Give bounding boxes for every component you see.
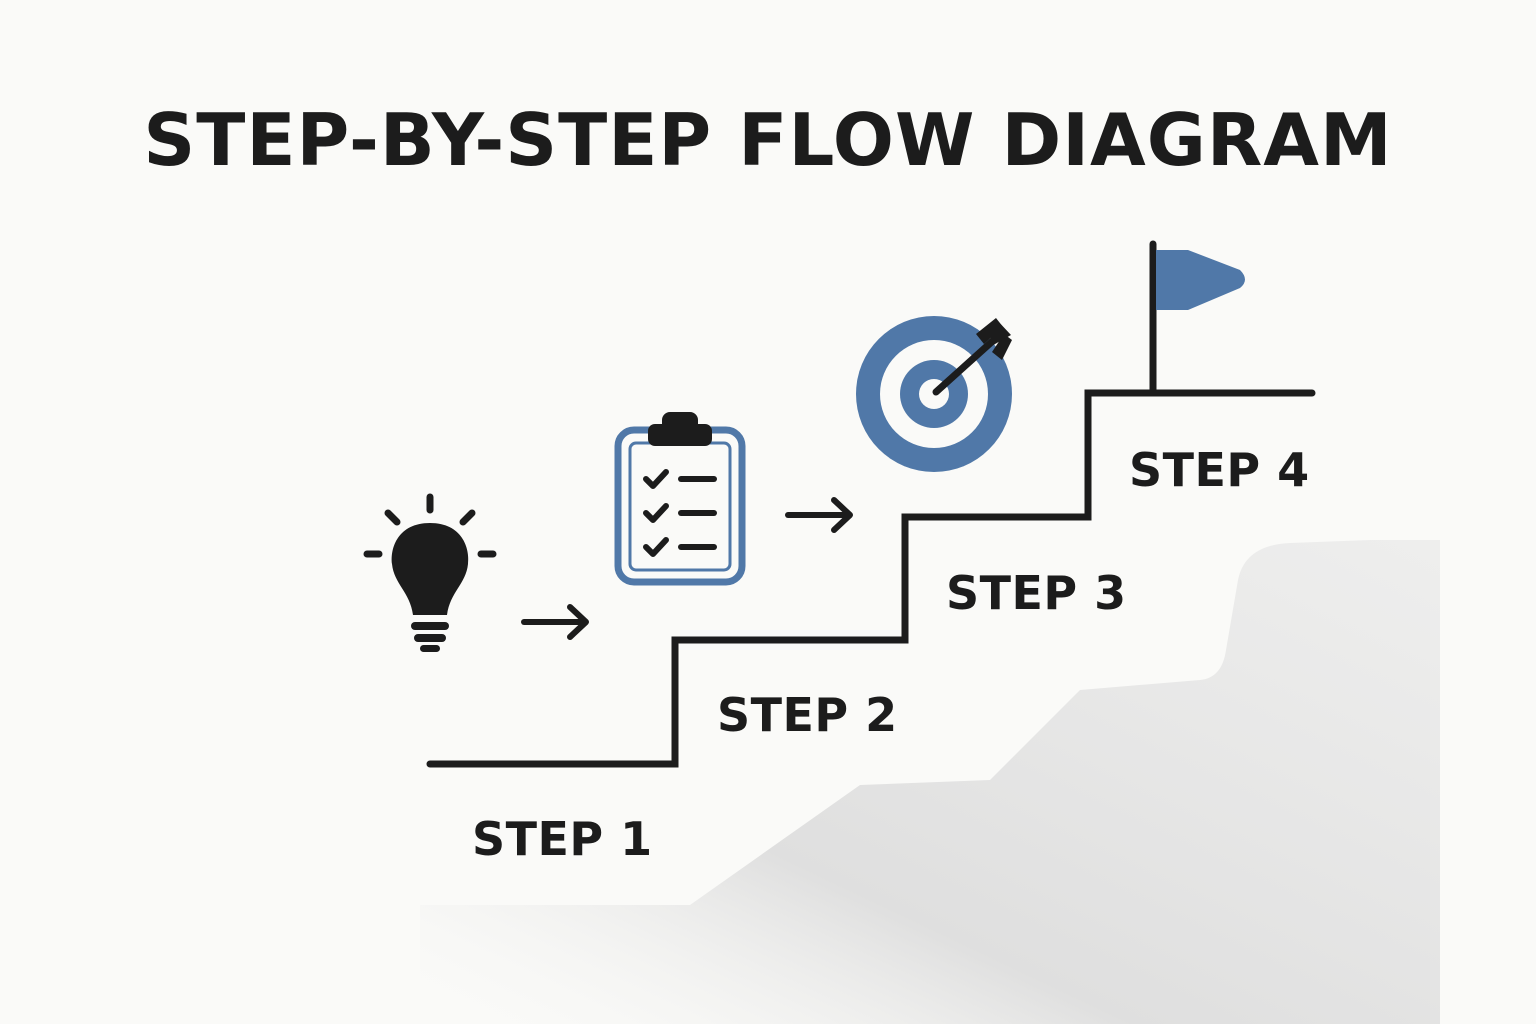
- staircase-line: [426, 389, 1316, 768]
- arrow-right-icon: [785, 497, 853, 533]
- clipboard-checklist-icon: [614, 412, 746, 586]
- flag-icon: [1149, 240, 1245, 396]
- step-2-label: STEP 2: [717, 688, 898, 742]
- lightbulb-icon: [363, 493, 497, 652]
- page-title: STEP-BY-STEP FLOW DIAGRAM: [143, 98, 1393, 182]
- target-icon: [856, 316, 1012, 472]
- staircase-shadow: [420, 540, 1440, 1024]
- step-1-label: STEP 1: [472, 812, 653, 866]
- arrow-right-icon: [521, 604, 589, 640]
- step-3-label: STEP 3: [946, 566, 1127, 620]
- step-4-label: STEP 4: [1129, 443, 1310, 497]
